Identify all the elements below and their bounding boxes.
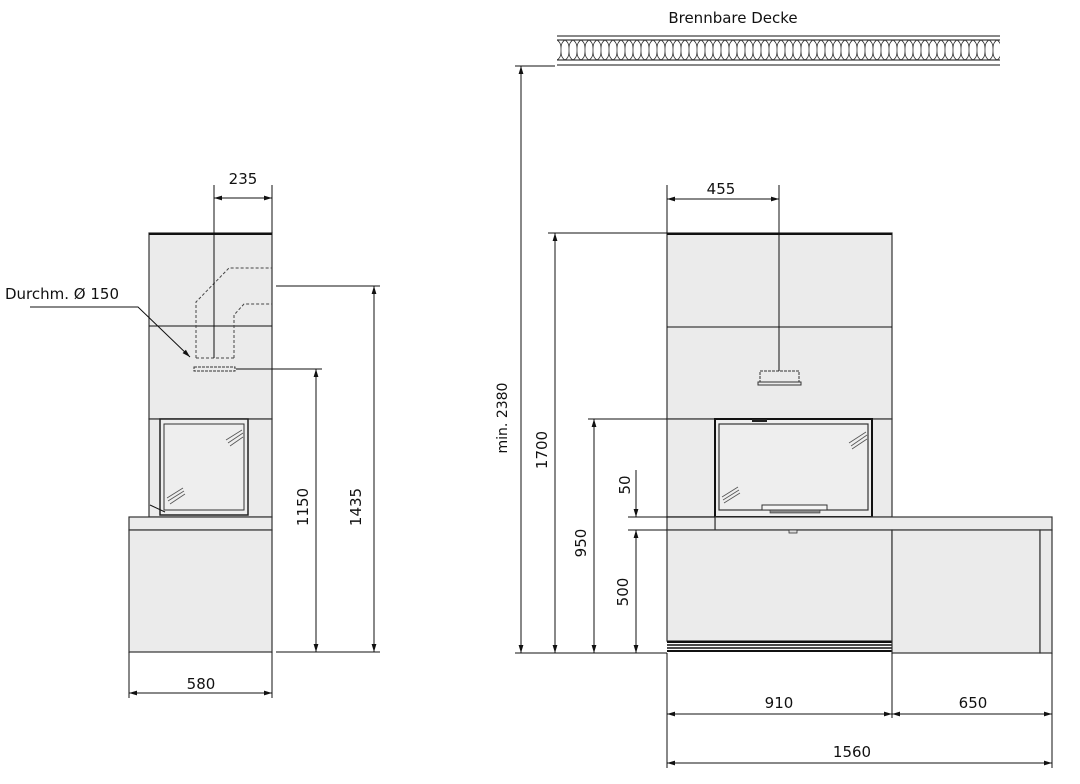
dim-flue-height-side: 1150 bbox=[294, 488, 312, 526]
front-flue-outlet bbox=[757, 370, 802, 386]
dim-bench-gap: 50 bbox=[616, 475, 634, 494]
dim-depth: 580 bbox=[187, 675, 216, 693]
base-grille bbox=[667, 641, 892, 653]
dim-firebox-top-height: 950 bbox=[572, 529, 590, 558]
dim-total-width: 1560 bbox=[833, 743, 871, 761]
combustible-ceiling: Brennbare Decke bbox=[557, 9, 1000, 66]
bench-top bbox=[714, 516, 1053, 531]
side-bench-top bbox=[128, 516, 273, 531]
dim-min-ceiling-height: min. 2380 bbox=[495, 383, 511, 454]
side-bench-body bbox=[128, 529, 273, 653]
side-view: 235 Durchm. Ø 150 1150 1435 580 bbox=[5, 170, 380, 698]
ceiling-label: Brennbare Decke bbox=[668, 9, 797, 27]
dim-flue-offset-front: 455 bbox=[707, 180, 736, 198]
dim-flue-offset-side: 235 bbox=[229, 170, 258, 188]
bench-end-cap bbox=[1039, 529, 1053, 654]
front-door-frame bbox=[714, 418, 873, 518]
dim-rear-outlet-height: 1435 bbox=[347, 488, 365, 526]
side-door-frame bbox=[159, 418, 249, 516]
door-handle bbox=[761, 504, 828, 514]
dim-stove-width: 910 bbox=[765, 694, 794, 712]
dim-bench-width: 650 bbox=[959, 694, 988, 712]
glass-reflection-icon bbox=[166, 429, 244, 505]
flue-diameter-label: Durchm. Ø 150 bbox=[5, 285, 119, 303]
dim-bench-height: 500 bbox=[614, 578, 632, 607]
dim-total-height: 1700 bbox=[533, 431, 551, 469]
insulation-hatch bbox=[557, 40, 1000, 60]
flue-pipe-hidden bbox=[193, 267, 272, 372]
front-lower-body bbox=[666, 529, 893, 642]
front-view: 455 min. 2380 1700 950 50 500 910 650 15… bbox=[495, 65, 1053, 768]
bench-body bbox=[891, 529, 1041, 654]
glass-reflection-icon bbox=[721, 431, 868, 504]
